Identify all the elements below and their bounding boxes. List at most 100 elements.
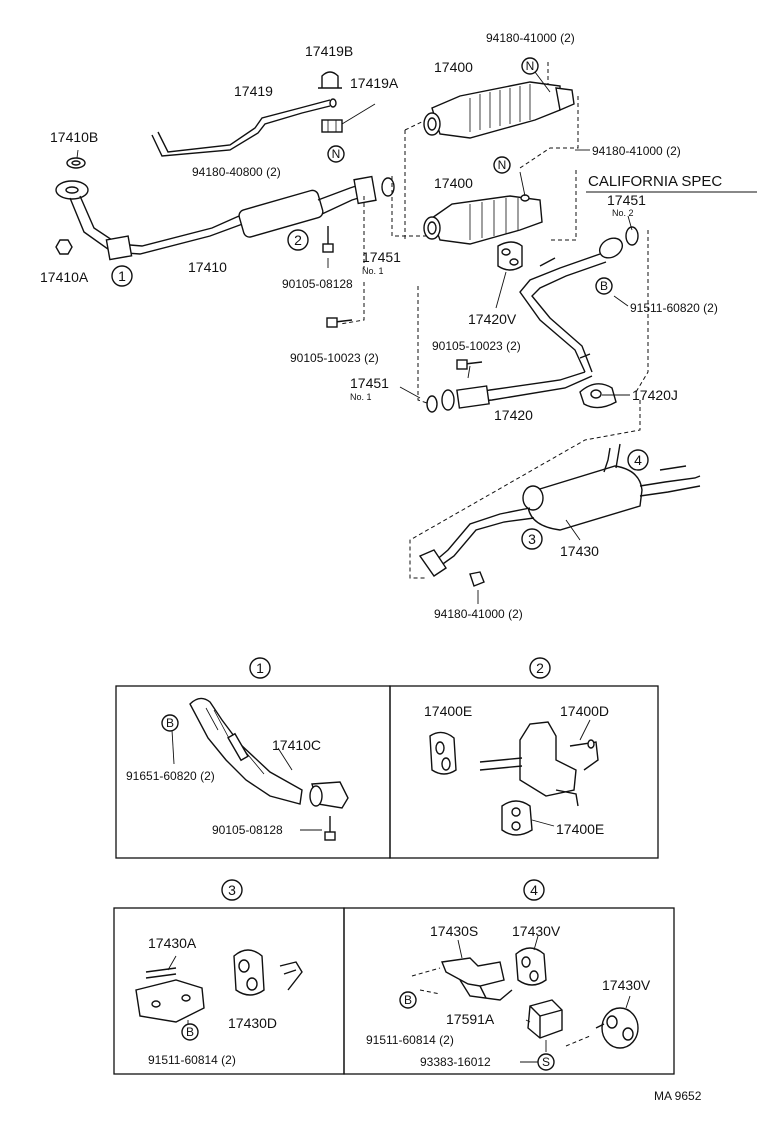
leader-17451-no1 bbox=[399, 386, 421, 399]
label-17420: 17420 bbox=[494, 407, 533, 423]
hanger-17420V bbox=[495, 241, 523, 309]
label-17430: 17430 bbox=[560, 543, 599, 559]
nut-17410A bbox=[55, 239, 73, 255]
detail-panel-4 bbox=[343, 907, 675, 1075]
hanger-17420J bbox=[579, 383, 617, 409]
detail-panel-2 bbox=[389, 685, 659, 859]
hanger-17430V-b bbox=[565, 995, 639, 1049]
label-94180-41000-b: 94180-41000 (2) bbox=[592, 144, 681, 158]
svg-text:B: B bbox=[166, 716, 174, 730]
label-17430S: 17430S bbox=[430, 923, 478, 939]
label-94180-40800: 94180-40800 (2) bbox=[192, 165, 281, 179]
bracket-17430A bbox=[135, 955, 205, 1024]
label-17410C: 17410C bbox=[272, 737, 321, 753]
label-17420V: 17420V bbox=[468, 311, 517, 327]
label-17400-california: 17400 bbox=[434, 175, 473, 191]
detail-marker-4: 4 bbox=[523, 879, 545, 901]
label-17410B: 17410B bbox=[50, 129, 98, 145]
svg-text:B: B bbox=[404, 993, 412, 1007]
svg-text:4: 4 bbox=[530, 882, 538, 898]
label-91511-60814-b: 91511-60814 (2) bbox=[366, 1033, 454, 1047]
svg-text:B: B bbox=[186, 1025, 194, 1039]
svg-text:N: N bbox=[526, 59, 535, 73]
label-17410: 17410 bbox=[188, 259, 227, 275]
detail-marker-1: 1 bbox=[249, 657, 271, 679]
detail-marker-2: 2 bbox=[529, 657, 551, 679]
hanger-17430D bbox=[233, 949, 303, 996]
svg-text:N: N bbox=[498, 158, 507, 172]
marker-b-detail4: B bbox=[399, 991, 417, 1009]
label-17451-a: 17451 bbox=[362, 249, 401, 265]
label-17410A: 17410A bbox=[40, 269, 89, 285]
u-bolt-17419B bbox=[318, 71, 342, 89]
marker-circle-4: 4 bbox=[627, 449, 649, 471]
label-94180-41000-a: 94180-41000 (2) bbox=[486, 31, 575, 45]
svg-text:3: 3 bbox=[228, 882, 236, 898]
tail-pipe-17419 bbox=[151, 98, 337, 157]
label-17430D: 17430D bbox=[228, 1015, 277, 1031]
marker-n-3: N bbox=[493, 156, 511, 174]
label-no1-b: No. 1 bbox=[350, 392, 372, 402]
label-17430V-a: 17430V bbox=[512, 923, 561, 939]
marker-circle-1: 1 bbox=[111, 265, 133, 287]
insulator-17591A bbox=[525, 999, 563, 1052]
marker-b-detail1: B bbox=[161, 714, 179, 732]
label-17419A: 17419A bbox=[350, 75, 399, 91]
label-no2: No. 2 bbox=[612, 208, 634, 218]
catalytic-converter-17400-california bbox=[423, 171, 543, 245]
gasket-17410B bbox=[66, 149, 86, 169]
svg-text:2: 2 bbox=[294, 232, 302, 248]
label-17400D: 17400D bbox=[560, 703, 609, 719]
svg-text:1: 1 bbox=[118, 268, 126, 284]
hanger-17430V-a bbox=[515, 935, 547, 986]
marker-b-detail3: B bbox=[181, 1023, 199, 1041]
hanger-17400E-b bbox=[501, 800, 555, 836]
label-17451-california: 17451 bbox=[607, 192, 646, 208]
center-pipe-17420 bbox=[426, 226, 639, 413]
clamp-17419A bbox=[321, 103, 376, 133]
label-93383-16012: 93383-16012 bbox=[420, 1055, 491, 1069]
label-17400E-b: 17400E bbox=[556, 821, 604, 837]
bolt-90105-08128 bbox=[322, 226, 334, 268]
label-90105-08128-detail: 90105-08128 bbox=[212, 823, 283, 837]
marker-b-1: B bbox=[595, 277, 613, 295]
svg-text:B: B bbox=[600, 279, 608, 293]
label-91511-60820: 91511-60820 (2) bbox=[630, 301, 718, 315]
label-90105-08128: 90105-08128 bbox=[282, 277, 353, 291]
muffler-17430 bbox=[418, 443, 701, 604]
label-94180-41000-c: 94180-41000 (2) bbox=[434, 607, 523, 621]
label-17419B: 17419B bbox=[305, 43, 353, 59]
label-17430V-b: 17430V bbox=[602, 977, 651, 993]
label-17400E-a: 17400E bbox=[424, 703, 472, 719]
bracket-17400D bbox=[479, 719, 599, 807]
leader-91511-60820 bbox=[613, 295, 629, 307]
label-91651-60820: 91651-60820 (2) bbox=[126, 769, 215, 783]
heat-insulator-17410C bbox=[171, 697, 349, 841]
leader-17451-no2 bbox=[627, 215, 633, 231]
marker-n-1: N bbox=[521, 57, 539, 75]
svg-text:1: 1 bbox=[256, 660, 264, 676]
label-91511-60814-a: 91511-60814 (2) bbox=[148, 1053, 236, 1067]
california-spec-title: CALIFORNIA SPEC bbox=[588, 173, 722, 190]
marker-circle-2: 2 bbox=[287, 229, 309, 251]
marker-s-detail4: S bbox=[537, 1053, 555, 1071]
detail-marker-3: 3 bbox=[221, 879, 243, 901]
svg-text:3: 3 bbox=[528, 531, 536, 547]
bolt-90105-10023 bbox=[326, 317, 483, 370]
front-pipe-17410 bbox=[55, 175, 395, 261]
svg-text:2: 2 bbox=[536, 660, 544, 676]
label-17400-top: 17400 bbox=[434, 59, 473, 75]
svg-text:N: N bbox=[332, 147, 341, 161]
marker-circle-3: 3 bbox=[521, 528, 543, 550]
label-17451-b: 17451 bbox=[350, 375, 389, 391]
svg-text:4: 4 bbox=[634, 452, 642, 468]
label-90105-10023-b: 90105-10023 (2) bbox=[432, 339, 521, 353]
svg-text:S: S bbox=[542, 1055, 550, 1069]
marker-n-2: N bbox=[327, 145, 345, 163]
label-17430A: 17430A bbox=[148, 935, 197, 951]
label-90105-10023-a: 90105-10023 (2) bbox=[290, 351, 379, 365]
label-17419: 17419 bbox=[234, 83, 273, 99]
leader-90105-10023 bbox=[467, 365, 471, 379]
hanger-17400E-a bbox=[429, 731, 457, 775]
